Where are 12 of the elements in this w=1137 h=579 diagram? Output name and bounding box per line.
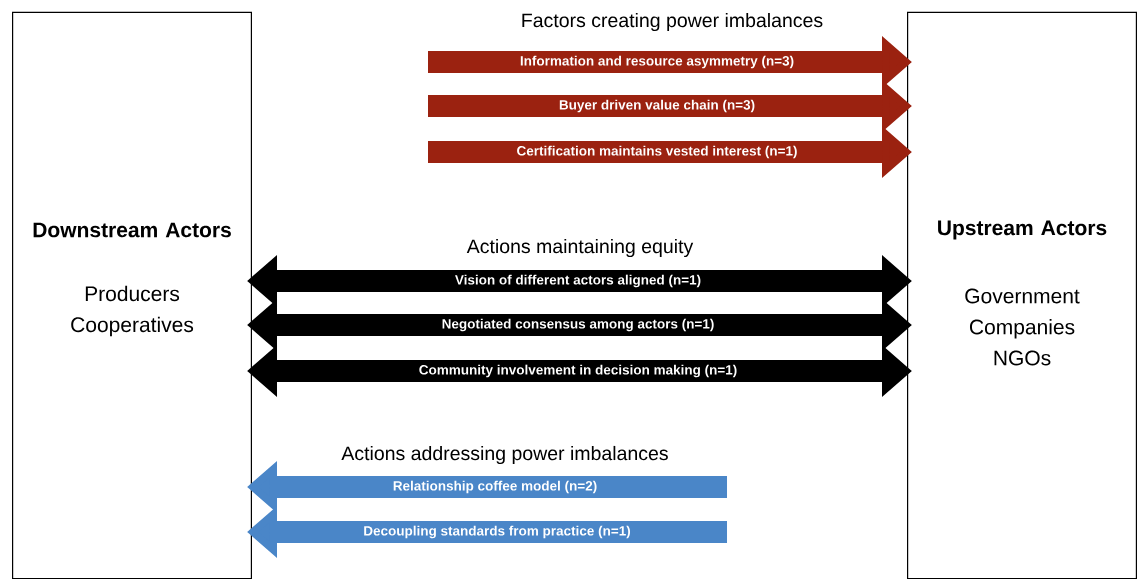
edge-label: Negotiated consensus among actors (n=1) bbox=[442, 318, 714, 332]
section-heading: Actions addressing power imbalances bbox=[341, 445, 668, 465]
edge-label: Certification maintains vested interest (n=1) bbox=[517, 145, 797, 159]
actor-box: Downstream Actors Producers Cooperatives bbox=[12, 11, 252, 579]
edge-label: Community involvement in decision making (n=1) bbox=[419, 364, 737, 378]
edge-label: Decoupling standards from practice (n=1) bbox=[364, 525, 631, 539]
edge-label: Relationship coffee model (n=2) bbox=[393, 480, 597, 494]
edge-label: Information and resource asymmetry (n=3) bbox=[520, 55, 794, 69]
section-heading: Actions maintaining equity bbox=[466, 238, 694, 258]
edge-label: Buyer driven value chain (n=3) bbox=[559, 99, 755, 113]
edge-label: Vision of different actors aligned (n=1) bbox=[455, 274, 701, 288]
section-heading: Factors creating power imbalances bbox=[522, 12, 823, 32]
